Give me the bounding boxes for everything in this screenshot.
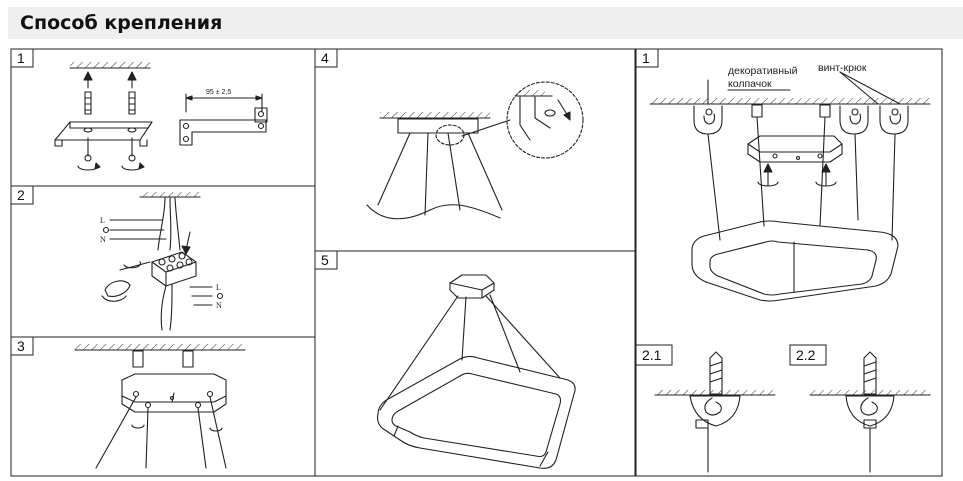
panel-1-number: 1 — [17, 50, 25, 66]
panel-4-attach-drawing — [366, 81, 584, 220]
panel-5-fixture-drawing — [376, 274, 576, 469]
panel-3-canopy-drawing — [74, 344, 246, 469]
panel-6-number: 1 — [642, 50, 650, 66]
wire-label-bottom-n: N — [216, 301, 222, 310]
label-decorative-cap-line1: декоративный — [728, 65, 798, 77]
panel-frame-6 — [635, 48, 943, 477]
label-screw-hook: винт-крюк — [818, 62, 867, 74]
panel-3-number: 3 — [17, 338, 25, 354]
panel-1-bracket-drawing — [54, 62, 268, 171]
label-decorative-cap-line2: колпачок — [728, 78, 772, 90]
panel-7-number: 2.1 — [642, 347, 662, 363]
bracket-dimension: 95 ± 2,5 — [206, 89, 231, 96]
panel-2-wiring-drawing — [101, 192, 224, 331]
panel-frame-3 — [10, 336, 316, 477]
panel-5-number: 5 — [321, 252, 329, 268]
panel-8-number: 2.2 — [796, 347, 816, 363]
wire-label-top-n: N — [100, 235, 106, 244]
wire-label-top-l: L — [100, 216, 105, 225]
panel-6-hook-drawing — [649, 71, 931, 473]
panel-frame-1 — [10, 48, 316, 187]
header-bar: Способ крепления — [8, 7, 963, 39]
page-title: Способ крепления — [20, 12, 223, 34]
panel-2-number: 2 — [17, 187, 25, 203]
panel-4-number: 4 — [321, 50, 329, 66]
panel-frame-2 — [10, 185, 316, 338]
panel-frame-5 — [314, 250, 636, 477]
wire-label-bottom-l: L — [216, 283, 221, 292]
